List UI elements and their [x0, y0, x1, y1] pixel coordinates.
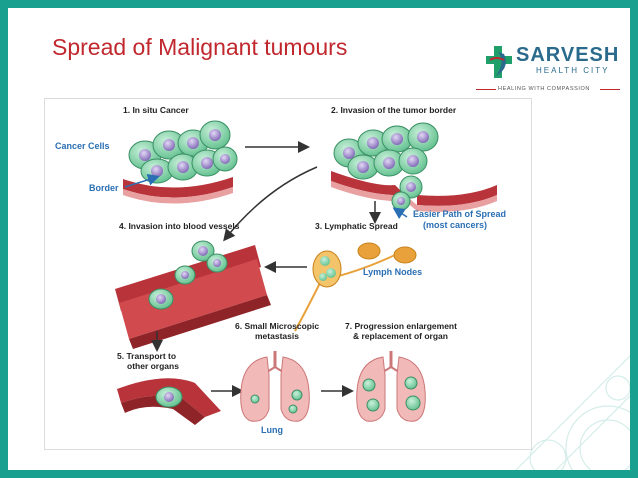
in-situ-tumor	[123, 120, 238, 204]
lung-enlarged-metastasis	[356, 351, 426, 422]
transport-vessel	[117, 378, 221, 425]
step-4-label: 4. Invasion into blood vessels	[119, 221, 240, 231]
diagram-illustration	[115, 120, 497, 425]
cancer-cells-label: Cancer Cells	[55, 141, 110, 151]
step-7-label-line1: 7. Progression enlargement	[345, 321, 457, 331]
slide: Spread of Malignant tumours SARVESH HEAL…	[8, 8, 630, 470]
easier-path-label: Easier Path of Spread	[413, 209, 507, 219]
border-pointer-arrow	[124, 173, 160, 188]
step-5-label-line1: 5. Transport to	[117, 351, 177, 361]
logo-name: SARVESH	[516, 44, 620, 66]
step-7-label-line2: & replacement of organ	[353, 331, 448, 341]
logo-divider-left	[476, 89, 496, 90]
step-5-label-line2: other organs	[127, 361, 179, 371]
lymphatic-vessel	[294, 242, 417, 332]
lung-label: Lung	[261, 425, 283, 435]
logo-divider-right	[600, 89, 620, 90]
decorative-pattern	[515, 355, 630, 470]
arrow-step2-to-4	[223, 166, 318, 242]
border-label: Border	[89, 183, 119, 193]
step-1-label: 1. In situ Cancer	[123, 105, 189, 115]
most-cancers-label: (most cancers)	[423, 220, 488, 230]
logo-subtitle: HEALTH CITY	[536, 66, 610, 75]
medical-cross-icon	[486, 46, 512, 78]
step-3-label: 3. Lymphatic Spread	[315, 221, 398, 231]
step-2-label: 2. Invasion of the tumor border	[331, 105, 457, 115]
spread-pointer-arrow	[392, 207, 408, 219]
lung-small-metastasis	[240, 351, 310, 422]
brand-logo: SARVESH HEALTH CITY HEALING WITH COMPASS…	[476, 42, 624, 102]
blood-vessel	[115, 240, 271, 349]
logo-tagline: HEALING WITH COMPASSION	[498, 86, 590, 92]
step-6-label-line2: metastasis	[255, 331, 299, 341]
page-title: Spread of Malignant tumours	[52, 34, 348, 60]
invading-tumor	[331, 122, 497, 212]
cancer-spread-diagram: 1. In situ Cancer 2. Invasion of the tum…	[44, 98, 532, 450]
step-6-label-line1: 6. Small Microscopic	[235, 321, 320, 331]
lymph-nodes-label: Lymph Nodes	[363, 267, 423, 277]
